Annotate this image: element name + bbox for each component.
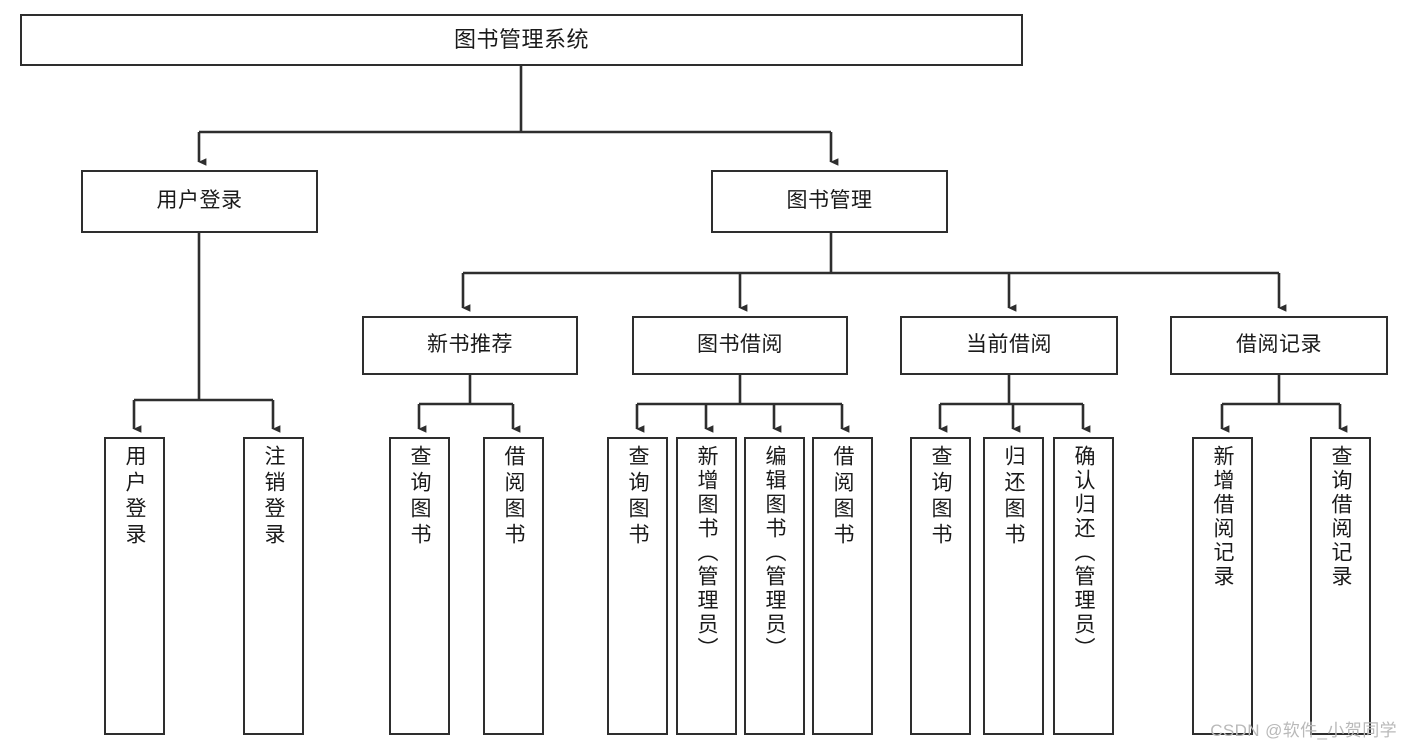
node-label: 查询图书: [408, 445, 431, 549]
node-label: 新书推荐: [427, 333, 513, 357]
node-label: 查询图书: [929, 445, 952, 549]
node-current-borrow[interactable]: 当前借阅: [900, 316, 1118, 375]
node-label: 确认归还（管理员）: [1072, 445, 1095, 661]
leaf-br-add-record[interactable]: 新增借阅记录: [1192, 437, 1253, 735]
node-label: 用户登录: [123, 445, 146, 549]
node-label: 借阅图书: [831, 445, 854, 549]
node-label: 借阅图书: [502, 445, 525, 549]
leaf-logout[interactable]: 注销登录: [243, 437, 304, 735]
leaf-nb-borrow-book[interactable]: 借阅图书: [483, 437, 544, 735]
leaf-cb-query-book[interactable]: 查询图书: [910, 437, 971, 735]
node-label: 图书管理系统: [453, 27, 589, 53]
node-label: 图书借阅: [697, 333, 783, 357]
node-label: 图书管理: [786, 189, 873, 213]
node-label: 借阅记录: [1236, 333, 1322, 357]
node-book-manage[interactable]: 图书管理: [711, 170, 948, 233]
node-root-system[interactable]: 图书管理系统: [20, 14, 1023, 66]
node-label: 注销登录: [262, 445, 285, 549]
leaf-bb-add-book[interactable]: 新增图书（管理员）: [676, 437, 737, 735]
node-label: 编辑图书（管理员）: [763, 445, 786, 661]
node-book-borrow[interactable]: 图书借阅: [632, 316, 848, 375]
node-label: 用户登录: [156, 189, 243, 213]
leaf-user-login[interactable]: 用户登录: [104, 437, 165, 735]
node-label: 新增借阅记录: [1211, 445, 1234, 589]
leaf-cb-confirm-return[interactable]: 确认归还（管理员）: [1053, 437, 1114, 735]
leaf-bb-query-book[interactable]: 查询图书: [607, 437, 668, 735]
node-label: 查询借阅记录: [1329, 445, 1352, 589]
node-label: 新增图书（管理员）: [695, 445, 718, 661]
leaf-nb-query-book[interactable]: 查询图书: [389, 437, 450, 735]
leaf-bb-borrow-book[interactable]: 借阅图书: [812, 437, 873, 735]
node-label: 查询图书: [626, 445, 649, 549]
leaf-br-query-record[interactable]: 查询借阅记录: [1310, 437, 1371, 735]
leaf-bb-edit-book[interactable]: 编辑图书（管理员）: [744, 437, 805, 735]
node-user-login[interactable]: 用户登录: [81, 170, 318, 233]
leaf-cb-return-book[interactable]: 归还图书: [983, 437, 1044, 735]
node-label: 当前借阅: [966, 333, 1052, 357]
node-label: 归还图书: [1002, 445, 1025, 549]
node-new-book-recommend[interactable]: 新书推荐: [362, 316, 578, 375]
watermark: CSDN @软件_小贺同学: [1210, 721, 1397, 740]
node-borrow-record[interactable]: 借阅记录: [1170, 316, 1388, 375]
